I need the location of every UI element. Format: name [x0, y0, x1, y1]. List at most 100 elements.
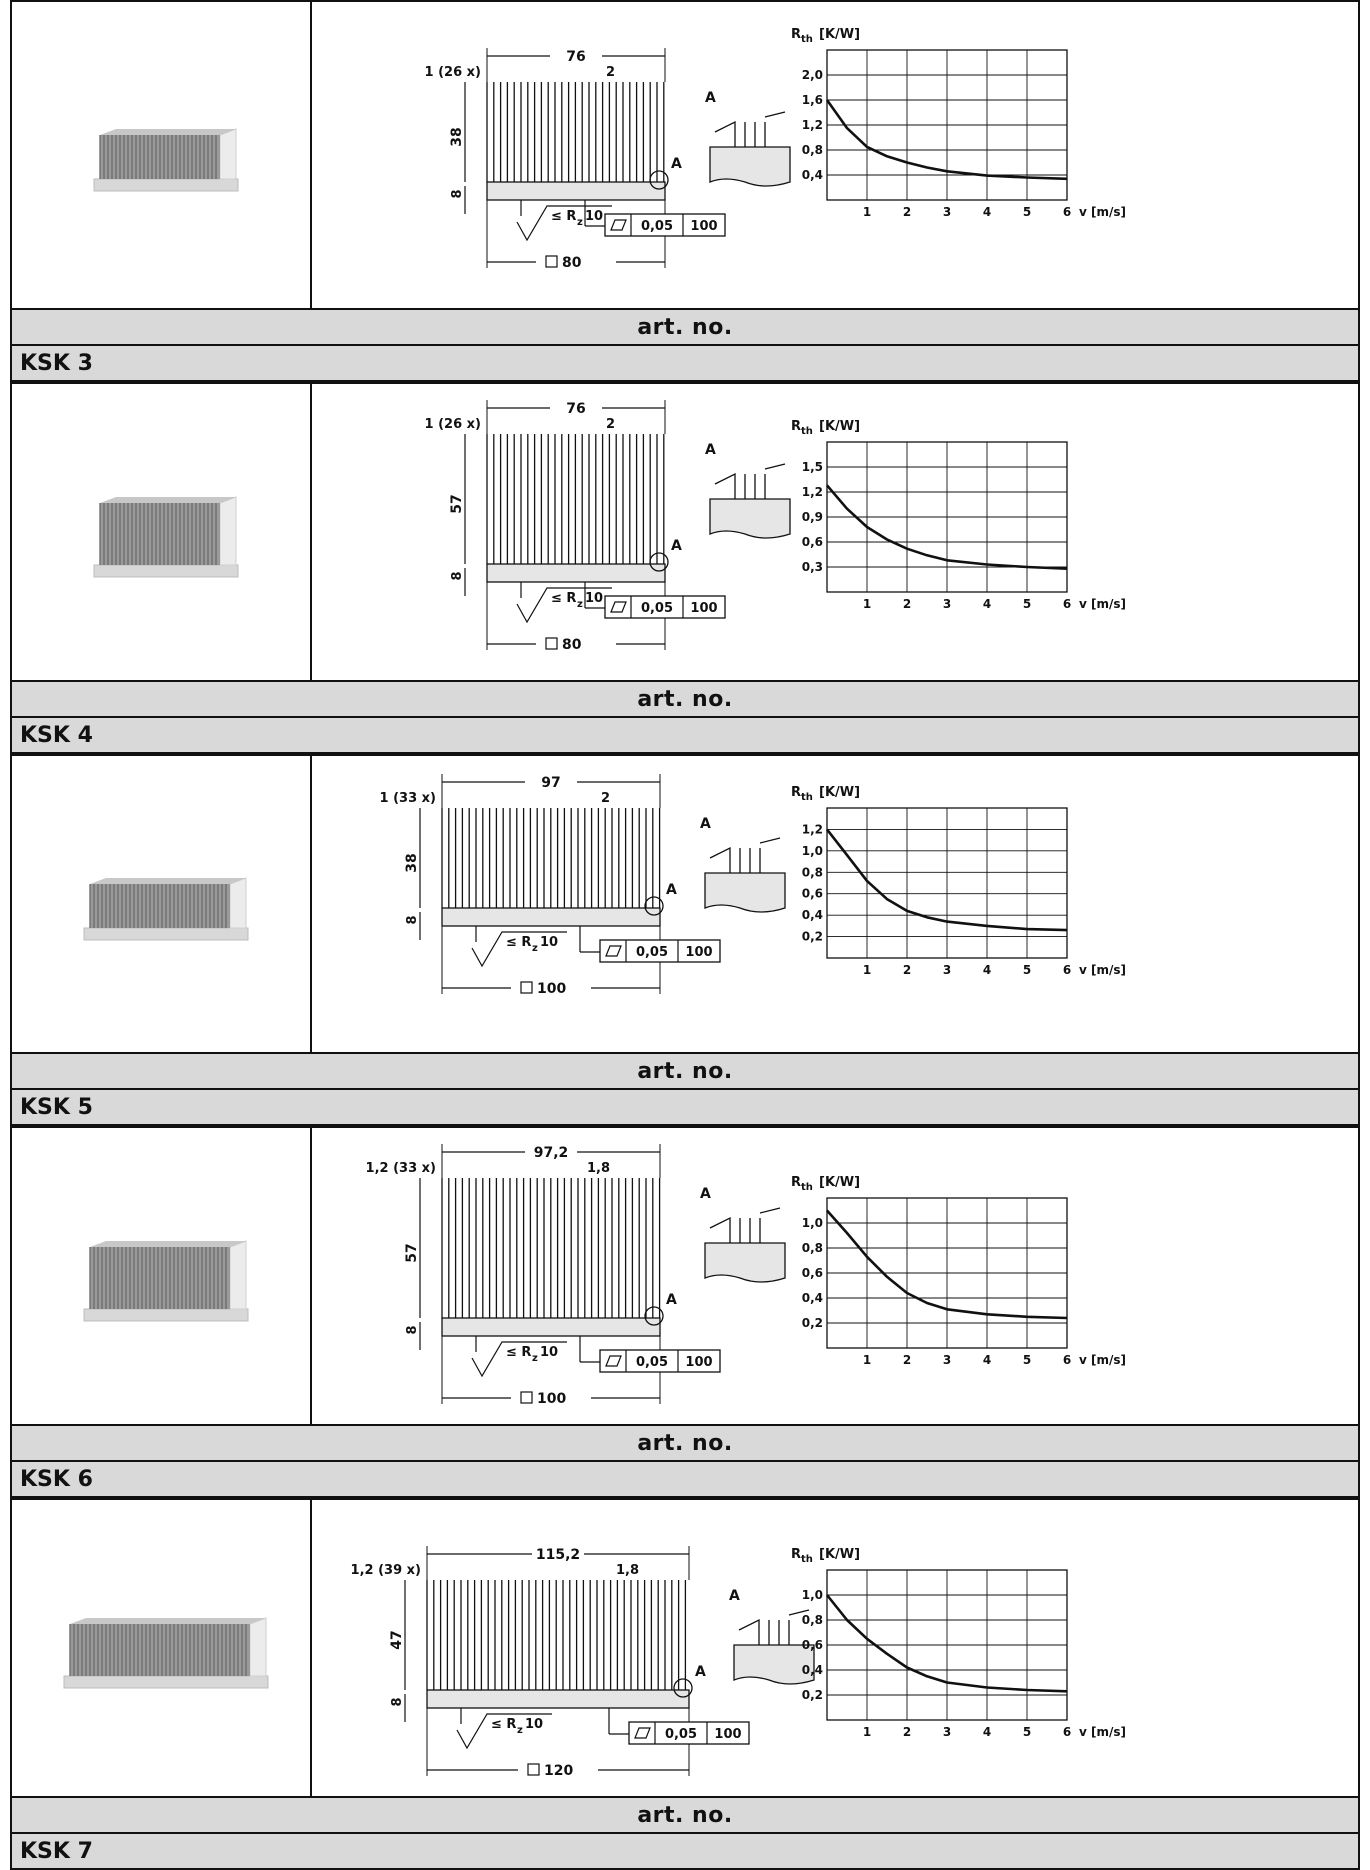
product-photo-cell [12, 1500, 312, 1796]
model-name-bar: KSK 4 [10, 718, 1360, 754]
detail-base [705, 873, 785, 912]
heatsink-base [94, 179, 238, 191]
base-size-dimension: 120 [544, 1763, 573, 1779]
x-tick-label: 1 [863, 205, 871, 219]
y-tick-label: 0,2 [802, 1316, 823, 1330]
product-photo-cell [12, 1128, 312, 1424]
y-tick-label: 0,8 [802, 1613, 823, 1627]
base-plate-drawing [487, 564, 665, 582]
heatsink-top [90, 1241, 246, 1247]
height-dimension: 38 [404, 853, 420, 872]
x-axis-unit: v [m/s] [1079, 963, 1126, 977]
x-tick-label: 4 [983, 1725, 991, 1739]
x-tick-label: 5 [1023, 963, 1031, 977]
x-tick-label: 1 [863, 597, 871, 611]
y-tick-label: 0,8 [802, 865, 823, 879]
x-tick-label: 2 [903, 963, 911, 977]
rth-symbol: R [791, 419, 801, 434]
y-tick-label: 1,6 [802, 93, 823, 107]
heatsink-top [70, 1618, 266, 1624]
x-tick-label: 4 [983, 1353, 991, 1367]
base-size-dimension: 100 [537, 1391, 566, 1407]
x-tick-label: 1 [863, 1353, 871, 1367]
width-dimension: 97 [541, 775, 560, 791]
x-tick-label: 3 [943, 1725, 951, 1739]
heatsink-fins [70, 1624, 250, 1676]
base-height-dimension: 8 [390, 1697, 405, 1706]
fin-gap-dimension: 2 [601, 791, 610, 806]
art-no-bar: art. no. [10, 1798, 1360, 1834]
detail-view-label: A [705, 442, 716, 458]
base-height-dimension: 8 [450, 189, 465, 198]
flatness-tolerance: 0,05 [641, 219, 673, 234]
flatness-length: 100 [690, 219, 717, 234]
rth-sub: th [801, 1182, 813, 1193]
y-tick-label: 0,6 [802, 535, 823, 549]
rth-unit: [K/W] [819, 1547, 860, 1562]
x-tick-label: 6 [1063, 963, 1071, 977]
width-dimension: 115,2 [536, 1547, 580, 1563]
y-tick-label: 0,4 [802, 1291, 823, 1305]
x-tick-label: 3 [943, 963, 951, 977]
roughness-label: ≤ R [551, 591, 576, 606]
roughness-value: 10 [540, 935, 558, 950]
model-name-bar: KSK 5 [10, 1090, 1360, 1126]
heatsink-side [250, 1618, 266, 1676]
fin-thickness-dimension: 1 (26 x) [425, 65, 481, 80]
x-tick-label: 4 [983, 205, 991, 219]
x-tick-label: 3 [943, 1353, 951, 1367]
base-height-dimension: 8 [405, 915, 420, 924]
flatness-length: 100 [685, 1355, 712, 1370]
y-tick-label: 0,9 [802, 510, 823, 524]
height-dimension: 47 [389, 1630, 405, 1649]
art-no-bar: art. no. [10, 1054, 1360, 1090]
roughness-sub: z [532, 1353, 538, 1364]
fin-gap-dimension: 1,8 [616, 1563, 639, 1578]
detail-label: A [666, 1292, 677, 1308]
x-tick-label: 1 [863, 1725, 871, 1739]
base-plate-drawing [427, 1690, 689, 1708]
fin-gap-dimension: 1,8 [587, 1161, 610, 1176]
y-tick-label: 0,2 [802, 930, 823, 944]
y-tick-label: 2,0 [802, 68, 823, 82]
roughness-value: 10 [540, 1345, 558, 1360]
y-tick-label: 1,2 [802, 485, 823, 499]
heatsink-side [220, 129, 236, 179]
heatsink-base [94, 565, 238, 577]
rth-unit: [K/W] [819, 27, 860, 42]
rth-sub: th [801, 792, 813, 803]
fin-thickness-dimension: 1 (26 x) [425, 417, 481, 432]
x-axis-unit: v [m/s] [1079, 1725, 1126, 1739]
model-name-bar: KSK 3 [10, 346, 1360, 382]
fin-thickness-dimension: 1,2 (39 x) [351, 1563, 421, 1578]
rth-symbol: R [791, 785, 801, 800]
fin-drawing [442, 1178, 660, 1318]
detail-fins [715, 112, 785, 147]
rth-unit: [K/W] [819, 785, 860, 800]
fin-drawing [427, 1580, 685, 1690]
x-tick-label: 6 [1063, 1353, 1071, 1367]
fin-thickness-dimension: 1,2 (33 x) [366, 1161, 436, 1176]
detail-label: A [666, 882, 677, 898]
height-dimension: 38 [449, 127, 465, 146]
model-name-bar: KSK 6 [10, 1462, 1360, 1498]
fin-drawing [442, 808, 660, 908]
height-dimension: 57 [404, 1243, 420, 1262]
y-tick-label: 0,3 [802, 560, 823, 574]
roughness-value: 10 [585, 591, 603, 606]
flatness-tolerance: 0,05 [636, 1355, 668, 1370]
